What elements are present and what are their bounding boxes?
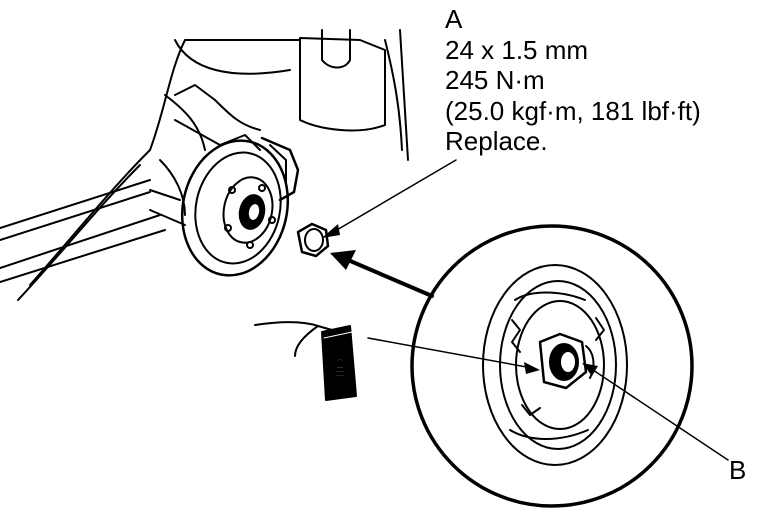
oil-label: OIL <box>331 358 348 383</box>
magnify-arrow <box>346 258 434 298</box>
spindle-nut-a <box>296 222 330 258</box>
leader-line-oil <box>367 337 533 369</box>
callout-a: A 24 x 1.5 mm 245 N·m (25.0 kgf·m, 181 l… <box>445 4 701 157</box>
magnified-view <box>410 224 694 508</box>
leader-arrow-oil <box>524 362 540 374</box>
leader-arrow-a <box>322 224 340 238</box>
magnify-arrowhead <box>330 250 356 270</box>
callout-a-letter: A <box>445 4 463 34</box>
leader-line-a <box>329 159 457 235</box>
leader-arrow-b <box>582 363 598 376</box>
callout-a-note: Replace. <box>445 126 548 156</box>
oil-can: OIL <box>254 321 357 401</box>
vehicle-body <box>0 29 409 301</box>
callout-b-letter: B <box>729 455 747 485</box>
callout-a-torque-alt: (25.0 kgf·m, 181 lbf·ft) <box>445 95 701 126</box>
callout-a-torque: 245 N·m <box>445 65 545 95</box>
brake-disc <box>180 139 290 277</box>
callout-a-size: 24 x 1.5 mm <box>445 34 589 65</box>
leader-line-b <box>589 367 729 461</box>
